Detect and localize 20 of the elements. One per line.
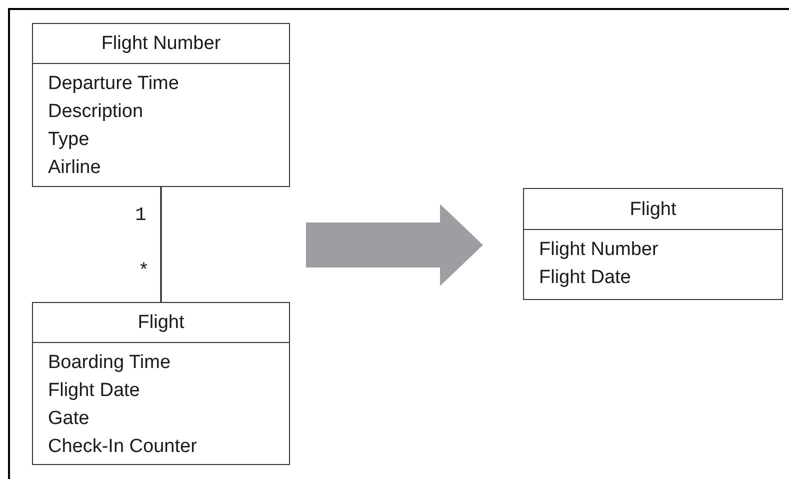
class-name: Flight xyxy=(630,200,676,218)
class-box xyxy=(32,302,290,465)
class-name: Flight xyxy=(138,313,184,332)
attribute-text: Check-In Counter xyxy=(48,435,197,459)
attribute-text: Description xyxy=(48,100,144,124)
multiplicity-label: 1 xyxy=(135,206,146,225)
attribute-text: Flight Date xyxy=(48,379,140,403)
multiplicity-label: * xyxy=(138,262,150,281)
association-line xyxy=(160,187,162,302)
class-box xyxy=(523,188,783,300)
attribute-text: Type xyxy=(48,128,90,152)
attribute-text: Gate xyxy=(48,407,90,431)
attribute-text: Boarding Time xyxy=(48,351,171,375)
attribute-text: Flight Number xyxy=(539,238,658,262)
block-arrow xyxy=(306,204,483,286)
attribute-text: Airline xyxy=(48,156,101,180)
class-name: Flight Number xyxy=(101,34,221,53)
class-box xyxy=(32,23,290,187)
attribute-text: Departure Time xyxy=(48,72,179,96)
attribute-text: Flight Date xyxy=(539,266,631,290)
